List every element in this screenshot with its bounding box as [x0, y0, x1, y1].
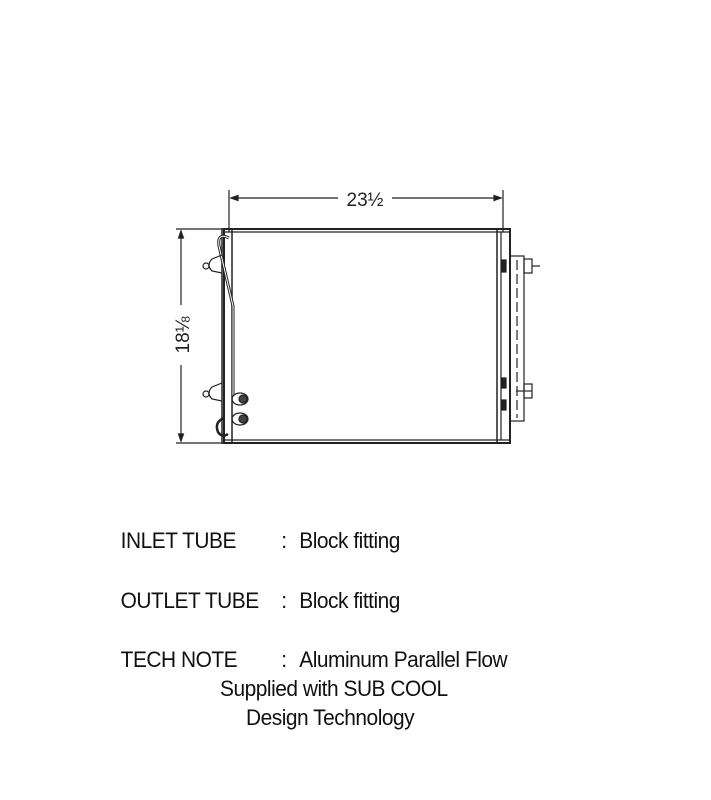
height-label: 18⅛	[173, 316, 194, 353]
spec-separator: :	[281, 528, 287, 553]
tech-note-line-3: Design Technology	[246, 705, 415, 730]
spec-value: Block fitting	[299, 588, 400, 613]
height-dimension	[176, 228, 222, 444]
tech-note-line-2: Supplied with SUB COOL	[220, 676, 448, 701]
spec-value: Block fitting	[299, 528, 400, 553]
mount-bracket	[208, 382, 223, 402]
block-fitting	[215, 392, 249, 437]
inlet-pipe	[217, 234, 235, 396]
condenser-core	[223, 228, 511, 444]
spec-label: OUTLET TUBE	[120, 588, 259, 613]
receiver-drier	[509, 255, 525, 422]
spec-label: TECH NOTE	[120, 647, 238, 672]
spec-value: Aluminum Parallel Flow	[299, 647, 508, 672]
mount-bracket	[208, 254, 223, 274]
spec-separator: :	[281, 647, 287, 672]
width-label: 23½	[347, 190, 384, 211]
width-dimension	[228, 190, 504, 232]
spec-separator: :	[281, 588, 287, 613]
spec-label: INLET TUBE	[120, 528, 237, 553]
